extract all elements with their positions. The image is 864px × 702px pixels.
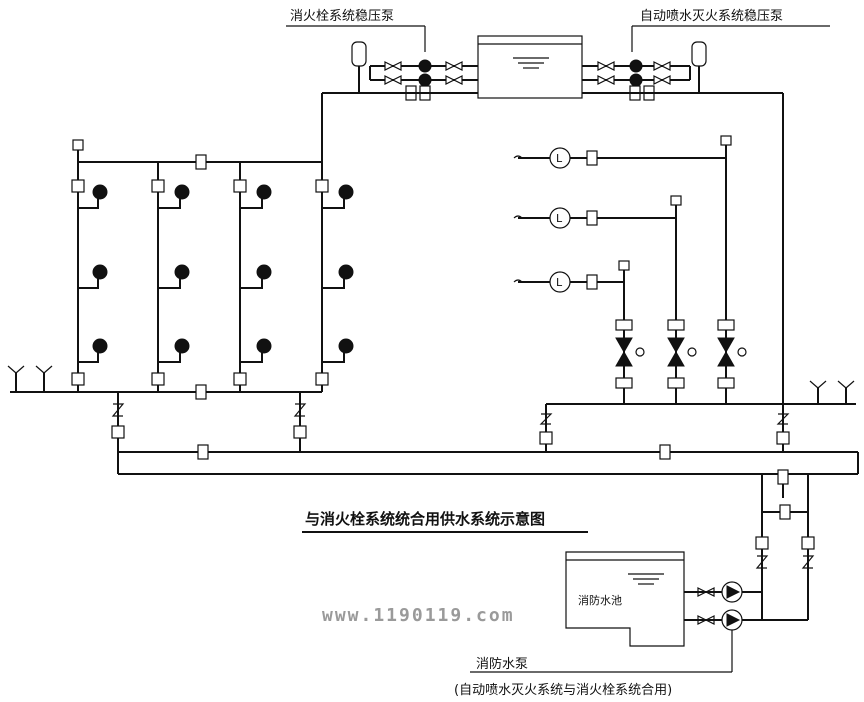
gate-valve-icon xyxy=(315,372,329,386)
alarm-valve-icon xyxy=(667,337,685,354)
alarm-valve-riser-3 xyxy=(717,158,747,404)
gate-valve-icon xyxy=(195,384,207,400)
hydrant-stabilizer-pump-group xyxy=(351,41,478,101)
hydrant-to-bus-connection-2 xyxy=(293,392,307,452)
hydrant-riser-4 xyxy=(315,162,354,392)
alarm-valve-icon xyxy=(615,337,633,354)
gate-valve-icon xyxy=(539,431,553,445)
gate-valve-icon xyxy=(71,179,85,193)
gate-valve-icon xyxy=(293,425,307,439)
gate-valve-icon xyxy=(151,372,165,386)
pool-water-level-icon xyxy=(628,573,664,585)
signal-valve-icon xyxy=(615,377,633,389)
check-valve-icon xyxy=(755,555,769,569)
flow-indicator-letter: L xyxy=(556,212,563,225)
sprinkler-to-bus-connection xyxy=(539,404,553,452)
signal-valve-icon xyxy=(615,319,633,331)
pump-icon xyxy=(629,59,643,73)
gate-valve-icon xyxy=(151,179,165,193)
fire-hydrant-icon xyxy=(92,184,108,200)
gate-valve-icon xyxy=(315,179,329,193)
fire-hydrant-icon xyxy=(92,338,108,354)
signal-valve-icon xyxy=(717,377,735,389)
pressure-switch-icon xyxy=(635,347,645,357)
gate-valve-icon xyxy=(111,425,125,439)
gate-valve-icon xyxy=(777,469,789,485)
exhaust-valve-icon xyxy=(618,260,630,271)
fire-hydrant-icon xyxy=(174,264,190,280)
main-supply-bus xyxy=(117,451,859,475)
gate-valve-icon xyxy=(233,179,247,193)
right-riser-valves xyxy=(776,413,790,445)
gate-valve-icon xyxy=(801,536,815,550)
pressure-tank-icon xyxy=(691,41,707,67)
sprinkler-branch-3: L xyxy=(513,260,630,293)
hydrant-riser-3 xyxy=(233,162,272,392)
pump-icon xyxy=(418,73,432,87)
valve-icon xyxy=(597,61,671,85)
gate-valve-icon xyxy=(779,504,791,520)
fire-water-pool xyxy=(565,551,685,647)
hydrant-pump-label: 消火栓系统稳压泵 xyxy=(290,8,394,24)
gate-valve-icon xyxy=(195,154,207,170)
gate-valve-icon xyxy=(776,431,790,445)
fire-hydrant-icon xyxy=(256,264,272,280)
sprinkler-branch-2: L xyxy=(513,195,682,229)
valve-icon xyxy=(384,61,463,85)
alarm-valve-icon xyxy=(717,337,735,354)
pump-discharge-piping xyxy=(738,469,815,621)
fire-hydrant-icon xyxy=(174,338,190,354)
pressure-switch-icon xyxy=(737,347,747,357)
fire-hydrant-icon xyxy=(256,338,272,354)
signal-valve-icon xyxy=(586,274,598,290)
fire-pump-label: 消防水泵 xyxy=(476,656,528,672)
fire-hydrant-icon xyxy=(338,338,354,354)
sprinkler-stabilizer-pump-group xyxy=(582,41,707,101)
pump-adapter-icon xyxy=(7,365,53,392)
fire-hydrant-icon xyxy=(338,264,354,280)
gate-valve-icon xyxy=(197,444,209,460)
exhaust-valve-icon xyxy=(720,135,732,146)
exhaust-valve-icon xyxy=(670,195,682,206)
hydrant-riser-1 xyxy=(71,162,108,392)
suction-valve-icon xyxy=(697,587,715,625)
signal-valve-icon xyxy=(717,319,735,331)
roof-tank-water-level-icon xyxy=(513,57,549,69)
pool-label: 消防水池 xyxy=(578,593,622,607)
hydrant-riser-2 xyxy=(151,162,190,392)
signal-valve-icon xyxy=(586,210,598,226)
signal-valve-icon xyxy=(667,377,685,389)
pressure-switch-icon xyxy=(687,347,697,357)
sprinkler-pump-label: 自动喷水灭火系统稳压泵 xyxy=(640,8,783,24)
gate-valve-icon xyxy=(755,536,769,550)
diagram-title: 与消火栓系统统合用供水系统示意图 xyxy=(305,510,545,528)
gate-valve-icon xyxy=(659,444,671,460)
fire-pump-note: (自动喷水灭火系统与消火栓系统合用) xyxy=(454,683,672,698)
flow-indicator-letter: L xyxy=(556,152,563,165)
alarm-valve-riser-1 xyxy=(615,282,645,404)
watermark-text: www.1190119.com xyxy=(322,605,515,626)
fire-hydrant-icon xyxy=(92,264,108,280)
pump-icon xyxy=(629,73,643,87)
pressure-tank-icon xyxy=(351,41,367,67)
hydrant-to-bus-connection-1 xyxy=(111,392,125,452)
sprinkler-branch-1: L xyxy=(513,135,732,169)
fire-hydrant-icon xyxy=(174,184,190,200)
alarm-valve-riser-2 xyxy=(667,218,697,404)
flow-indicator-letter: L xyxy=(556,276,563,289)
roof-water-tank xyxy=(477,35,583,99)
fire-hydrant-icon xyxy=(256,184,272,200)
exhaust-valve-icon xyxy=(72,139,84,151)
pump-icon xyxy=(418,59,432,73)
gate-valve-icon xyxy=(71,372,85,386)
signal-valve-icon xyxy=(586,150,598,166)
signal-valve-icon xyxy=(667,319,685,331)
gate-valve-icon xyxy=(233,372,247,386)
sprinkler-pump-adapter-icon xyxy=(809,380,855,404)
fire-hydrant-icon xyxy=(338,184,354,200)
check-valve-icon xyxy=(801,555,815,569)
